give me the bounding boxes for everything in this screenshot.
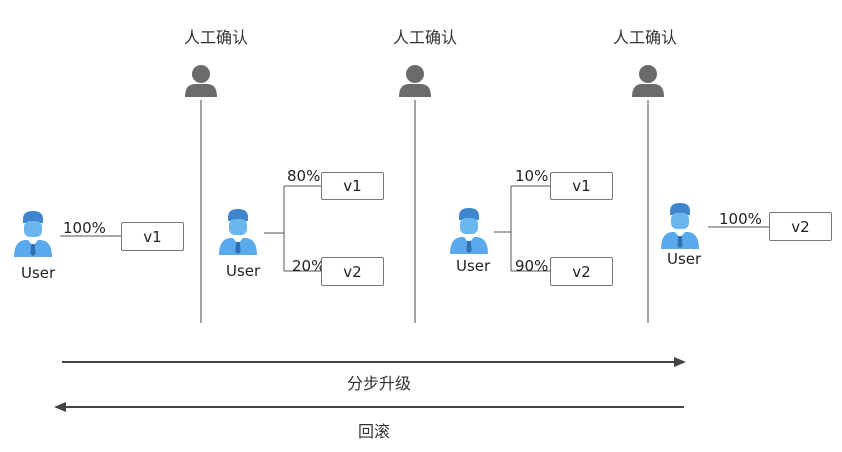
traffic-percent: 90% [515,257,549,275]
version-box: v1 [121,222,184,251]
traffic-percent: 80% [287,167,321,185]
version-box: v2 [321,257,384,286]
approval-gate-1 [185,65,217,323]
user-label: User [226,262,261,280]
rollback-arrow [54,402,684,412]
traffic-percent: 20% [292,257,326,275]
approval-gate-2 [399,65,431,323]
user-label: User [456,257,491,275]
approver-icon [185,65,217,97]
user-icon [219,209,257,255]
approver-icon [632,65,664,97]
route-branch [264,185,321,272]
user-label: User [667,250,702,268]
approver-icon [399,65,431,97]
upgrade-label: 分步升级 [347,374,412,393]
traffic-percent: 100% [719,210,762,228]
approval-label: 人工确认 [613,28,678,47]
user-label: User [21,264,56,282]
traffic-percent: 10% [515,167,549,185]
approval-label: 人工确认 [393,28,458,47]
approval-label: 人工确认 [184,28,249,47]
user-icon [661,203,699,249]
upgrade-arrow [62,357,686,367]
version-box: v2 [550,257,613,286]
approval-gate-3 [632,65,664,323]
route-branch [494,185,550,272]
rollback-label: 回滚 [358,422,391,441]
version-box: v1 [321,172,384,200]
version-box: v2 [769,212,832,241]
user-icon [14,211,52,257]
version-box: v1 [550,172,613,200]
user-icon [450,208,488,254]
traffic-percent: 100% [63,219,106,237]
